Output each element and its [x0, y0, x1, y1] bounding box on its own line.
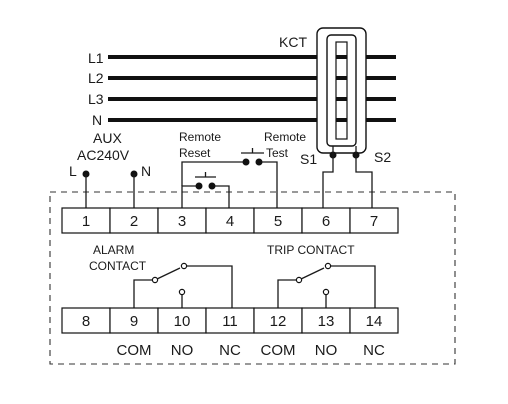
terminal-4-number: 4	[226, 213, 234, 230]
terminal-10	[157, 307, 207, 334]
terminal-1	[61, 207, 111, 234]
test-contact-right	[255, 158, 263, 166]
reset-wire-right	[212, 185, 230, 208]
remote-test-line1: Remote	[264, 130, 306, 144]
top-terminal-block: 1 2 3 4 5 6 7	[61, 207, 399, 234]
terminal-13	[301, 307, 351, 334]
line-label-l3: L3	[88, 91, 104, 107]
terminal-11	[205, 307, 255, 334]
line-label-n: N	[92, 112, 102, 128]
reset-wire-left	[181, 185, 199, 208]
bottom-terminal-block: 8 9 10 11 12 13 14	[61, 307, 399, 334]
terminal-5-number: 5	[274, 213, 282, 230]
remote-reset-line2: Reset	[179, 146, 211, 160]
line-label-l2: L2	[88, 70, 104, 86]
kct-transformer: KCT S1 S2	[279, 27, 391, 167]
relay-enclosure	[49, 191, 456, 365]
alarm-com-wire	[133, 279, 153, 308]
kct-inner	[326, 34, 357, 147]
trip-pivot	[295, 276, 303, 284]
test-contact-left	[242, 158, 250, 166]
trip-nc-wire	[330, 265, 376, 308]
terminal-10-number: 10	[174, 313, 191, 330]
alarm-nc-contact	[180, 262, 188, 270]
trip-no-contact	[322, 288, 330, 296]
alarm-pivot	[151, 276, 159, 284]
trip-contact-relay	[277, 262, 376, 308]
test-wire-right	[259, 161, 278, 208]
alarm-nc-wire	[186, 265, 233, 308]
kct-core	[335, 41, 348, 140]
aux-voltage: AC240V	[77, 147, 130, 163]
kct-label: KCT	[279, 34, 307, 50]
label-com-trip: COM	[261, 342, 296, 359]
wire-s1-to-6	[322, 155, 334, 208]
aux-title: AUX	[93, 130, 122, 146]
terminal-14	[349, 307, 399, 334]
terminal-7	[349, 207, 399, 234]
test-wire-left	[181, 161, 246, 186]
terminal-12-number: 12	[270, 313, 287, 330]
contact-type-labels: COM NO NC COM NO NC	[117, 342, 385, 359]
label-com-alarm: COM	[117, 342, 152, 359]
terminal-4	[205, 207, 255, 234]
terminal-12	[253, 307, 303, 334]
line-label-l1: L1	[88, 50, 104, 66]
aux-supply: AUX AC240V L N	[69, 130, 151, 208]
trip-contact-label: TRIP CONTACT	[267, 243, 355, 257]
alarm-contact-line1: ALARM	[93, 243, 134, 257]
alarm-contact-relay	[133, 262, 233, 308]
terminal-8-number: 8	[82, 313, 90, 330]
terminal-2	[109, 207, 159, 234]
aux-l-label: L	[69, 163, 77, 179]
remote-test-line2: Test	[266, 146, 289, 160]
label-nc-trip: NC	[363, 342, 385, 359]
reset-contact-left	[195, 182, 203, 190]
trip-nc-contact	[324, 262, 332, 270]
alarm-contact-line2: CONTACT	[89, 259, 147, 273]
trip-switch-arm	[300, 267, 325, 280]
label-nc-alarm: NC	[219, 342, 241, 359]
terminal-1-number: 1	[82, 213, 90, 230]
terminal-7-number: 7	[370, 213, 378, 230]
terminal-3-number: 3	[178, 213, 186, 230]
terminal-11-number: 11	[222, 313, 238, 330]
alarm-switch-arm	[156, 267, 181, 280]
label-no-trip: NO	[315, 342, 338, 359]
kct-s2-label: S2	[374, 149, 391, 165]
remote-reset-line1: Remote	[179, 130, 221, 144]
terminal-14-number: 14	[366, 313, 383, 330]
label-no-alarm: NO	[171, 342, 194, 359]
remote-reset: Remote Reset	[179, 130, 230, 208]
terminal-8	[61, 307, 111, 334]
trip-com-wire	[277, 279, 297, 308]
kct-outer	[316, 27, 367, 154]
remote-test: Remote Test	[181, 130, 306, 208]
aux-n-label: N	[141, 163, 151, 179]
kct-s1-label: S1	[300, 151, 317, 167]
terminal-13-number: 13	[318, 313, 335, 330]
wire-s2-to-7	[355, 155, 373, 208]
alarm-no-contact	[178, 288, 186, 296]
reset-contact-right	[208, 182, 216, 190]
terminal-6-number: 6	[322, 213, 330, 230]
terminal-9-number: 9	[130, 313, 138, 330]
terminal-2-number: 2	[130, 213, 138, 230]
